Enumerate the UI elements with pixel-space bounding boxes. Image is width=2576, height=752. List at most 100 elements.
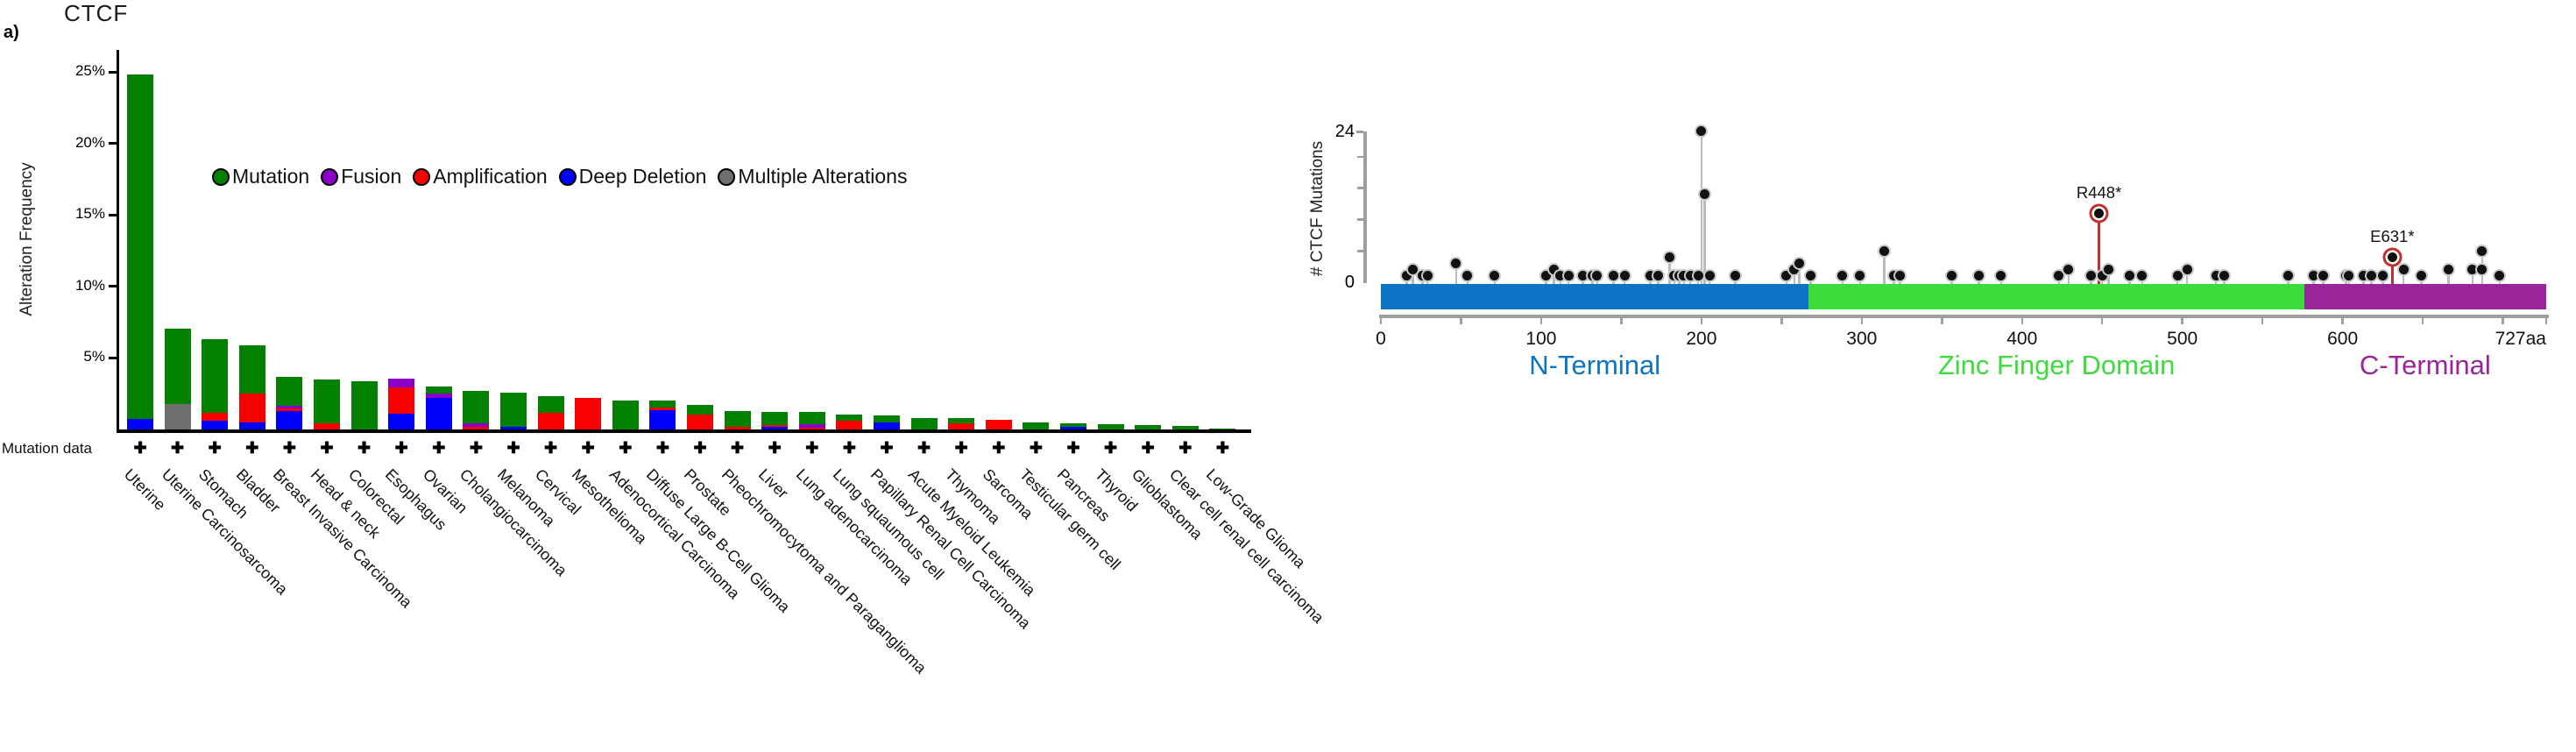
lollipop-dot[interactable] <box>1696 126 1707 137</box>
lollipop-dot[interactable] <box>2398 265 2409 275</box>
bar-segment-amplification[interactable] <box>724 426 751 429</box>
lollipop-dot[interactable] <box>2358 271 2368 281</box>
bar-segment-mutation[interactable] <box>127 74 153 419</box>
bar-segment-amplification[interactable] <box>202 413 229 422</box>
bar-segment-mutation[interactable] <box>836 414 863 422</box>
bar-segment-mutation[interactable] <box>761 412 789 425</box>
lollipop-dot[interactable] <box>1794 258 1804 268</box>
lollipop-dot[interactable] <box>1490 271 1500 281</box>
lollipop-annotated-dot[interactable] <box>2387 252 2397 262</box>
lollipop-dot[interactable] <box>2495 271 2505 281</box>
legend-item-amplification[interactable]: Amplification <box>413 165 548 188</box>
lollipop-dot[interactable] <box>1679 271 1689 281</box>
bar-segment-fusion[interactable] <box>425 394 452 399</box>
lollipop-dot[interactable] <box>2054 271 2064 281</box>
bar-segment-mutation[interactable] <box>1097 424 1124 429</box>
bar-segment-mutation[interactable] <box>463 390 490 424</box>
lollipop-dot[interactable] <box>1700 189 1710 200</box>
bar-segment-fusion[interactable] <box>798 424 825 429</box>
bar-segment-mutation[interactable] <box>500 392 527 427</box>
bar-segment-mutation[interactable] <box>1060 422 1086 427</box>
bar-segment-deep-deletion[interactable] <box>649 409 676 429</box>
bar-segment-mutation[interactable] <box>202 339 229 414</box>
bar-segment-deep-deletion[interactable] <box>388 414 415 429</box>
bar-segment-deep-deletion[interactable] <box>202 421 229 429</box>
bar-segment-mutation[interactable] <box>1023 422 1050 429</box>
bar-segment-fusion[interactable] <box>463 423 490 427</box>
lollipop-dot[interactable] <box>1664 252 1674 262</box>
bar-segment-mutation[interactable] <box>612 401 639 429</box>
lollipop-dot[interactable] <box>2443 265 2453 275</box>
bar-segment-mutation[interactable] <box>687 405 713 415</box>
domain-bar-c-terminal[interactable] <box>2304 284 2546 309</box>
lollipop-dot[interactable] <box>2172 271 2183 281</box>
legend-item-multiple-alterations[interactable]: Multiple Alterations <box>718 165 907 188</box>
lollipop-dot[interactable] <box>1685 271 1695 281</box>
lollipop-dot[interactable] <box>1401 271 1412 281</box>
bar-segment-fusion[interactable] <box>388 379 415 387</box>
lollipop-dot[interactable] <box>1879 245 1889 256</box>
bar-segment-deep-deletion[interactable] <box>425 398 452 429</box>
bar-segment-mutation[interactable] <box>910 417 938 429</box>
lollipop-dot[interactable] <box>2282 271 2293 281</box>
bar-segment-amplification[interactable] <box>463 426 490 429</box>
lollipop-dot[interactable] <box>2182 265 2192 275</box>
bar-segment-deep-deletion[interactable] <box>127 418 153 429</box>
bar-segment-mutation[interactable] <box>1135 425 1162 429</box>
lollipop-dot[interactable] <box>2219 271 2229 281</box>
lollipop-dot[interactable] <box>2477 245 2488 256</box>
lollipop-dot[interactable] <box>1408 265 1419 275</box>
category-label[interactable]: Clear cell renal cell carcinoma <box>1165 465 1327 627</box>
bar-segment-amplification[interactable] <box>948 423 975 429</box>
lollipop-dot[interactable] <box>1837 271 1848 281</box>
bar-segment-amplification[interactable] <box>537 413 564 429</box>
lollipop-dot[interactable] <box>1789 265 1800 275</box>
lollipop-dot[interactable] <box>2211 271 2221 281</box>
legend-item-fusion[interactable]: Fusion <box>321 165 401 188</box>
bar-segment-deep-deletion[interactable] <box>238 422 265 429</box>
lollipop-annotated-dot[interactable] <box>2094 208 2105 218</box>
bar-segment-amplification[interactable] <box>798 428 825 429</box>
lollipop-dot[interactable] <box>1730 271 1740 281</box>
lollipop-dot[interactable] <box>1895 271 1906 281</box>
lollipop-dot[interactable] <box>1996 271 2006 281</box>
bar-segment-mutation[interactable] <box>537 396 564 414</box>
lollipop-dot[interactable] <box>2416 271 2426 281</box>
bar-segment-amplification[interactable] <box>238 394 265 422</box>
bar-segment-mutation[interactable] <box>874 415 900 422</box>
legend-item-mutation[interactable]: Mutation <box>212 165 309 188</box>
lollipop-dot[interactable] <box>2097 271 2107 281</box>
lollipop-dot[interactable] <box>1578 271 1588 281</box>
lollipop-dot[interactable] <box>2367 271 2377 281</box>
lollipop-dot[interactable] <box>1781 271 1792 281</box>
lollipop-dot[interactable] <box>1549 265 1560 275</box>
lollipop-dot[interactable] <box>1422 271 1433 281</box>
bar-segment-mutation[interactable] <box>425 387 452 394</box>
lollipop-dot[interactable] <box>2377 271 2388 281</box>
bar-segment-amplification[interactable] <box>836 421 863 429</box>
lollipop-dot[interactable] <box>1555 271 1566 281</box>
domain-bar-n-terminal[interactable] <box>1381 284 1809 309</box>
lollipop-dot[interactable] <box>1540 271 1551 281</box>
lollipop-dot[interactable] <box>2085 271 2096 281</box>
lollipop-dot[interactable] <box>1451 258 1461 268</box>
bar-segment-mutation[interactable] <box>948 417 975 424</box>
bar-segment-mutation[interactable] <box>649 401 676 408</box>
lollipop-dot[interactable] <box>2124 271 2134 281</box>
lollipop-dot[interactable] <box>2063 265 2074 275</box>
lollipop-dot[interactable] <box>2344 271 2354 281</box>
lollipop-dot[interactable] <box>1888 271 1899 281</box>
bar-segment-deep-deletion[interactable] <box>874 422 900 429</box>
lollipop-dot[interactable] <box>2137 271 2148 281</box>
domain-bar-zinc-finger-domain[interactable] <box>1808 284 2304 309</box>
lollipop-dot[interactable] <box>1855 271 1865 281</box>
bar-segment-amplification[interactable] <box>649 407 676 410</box>
bar-segment-amplification[interactable] <box>761 424 789 427</box>
lollipop-dot[interactable] <box>1462 271 1473 281</box>
bar-segment-mutation[interactable] <box>350 380 378 429</box>
lollipop-dot[interactable] <box>2318 271 2329 281</box>
bar-segment-deep-deletion[interactable] <box>276 410 303 429</box>
lollipop-dot[interactable] <box>1608 271 1618 281</box>
bar-segment-deep-deletion[interactable] <box>500 426 527 429</box>
bar-segment-mutation[interactable] <box>724 410 751 427</box>
